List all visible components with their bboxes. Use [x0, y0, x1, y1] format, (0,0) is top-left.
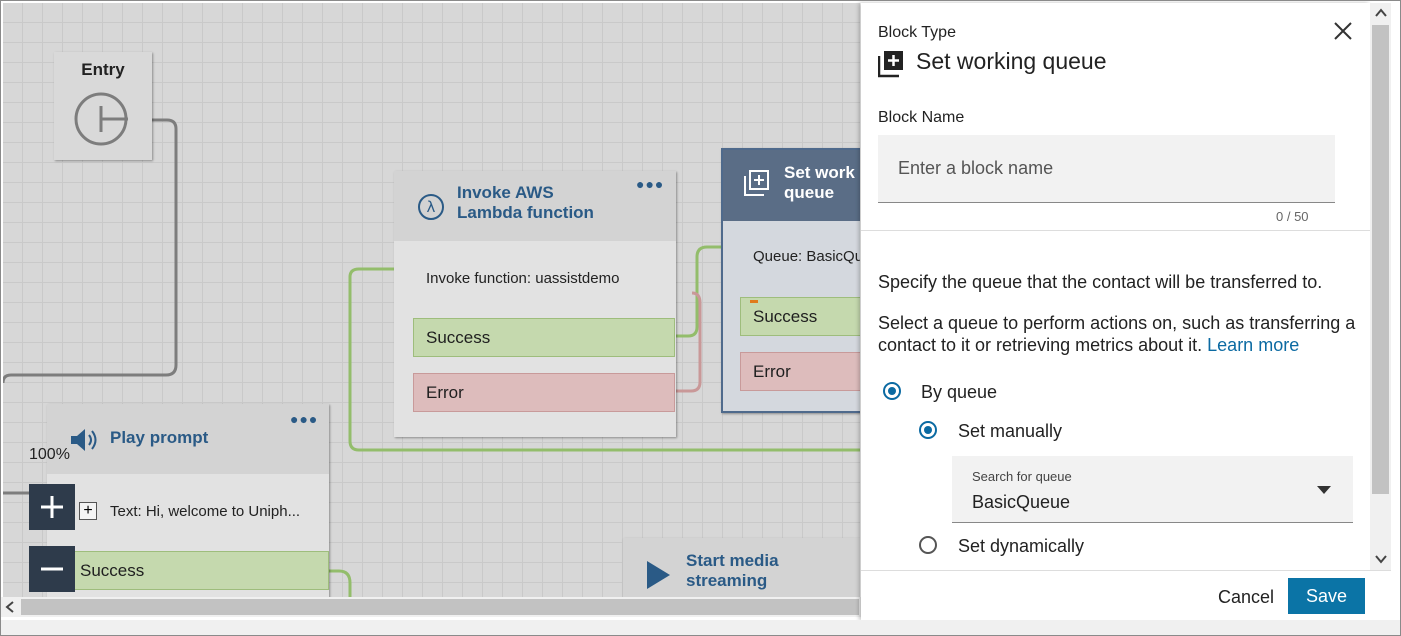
lambda-error-branch[interactable]: Error: [413, 373, 675, 412]
block-type-title: Set working queue: [916, 48, 1107, 74]
queue-icon: [744, 170, 769, 196]
learn-more-link[interactable]: Learn more: [1207, 335, 1300, 355]
svg-text:λ: λ: [427, 198, 436, 216]
play-icon: [647, 561, 670, 589]
set-dynamically-label[interactable]: Set dynamically: [958, 536, 1085, 556]
queue-select[interactable]: Search for queue BasicQueue: [952, 456, 1353, 523]
warning-marker: [750, 300, 758, 303]
lambda-success-branch[interactable]: Success: [413, 318, 675, 357]
prompt-success-branch[interactable]: Success: [66, 551, 329, 590]
lambda-function-text: Invoke function: uassistdemo: [426, 270, 620, 287]
queue-description: Specify the queue that the contact will …: [878, 272, 1323, 292]
prompt-more-options-icon[interactable]: ●●●: [290, 411, 319, 427]
invoke-lambda-block[interactable]: λ Invoke AWS Lambda function ●●● Invoke …: [394, 171, 676, 437]
flow-canvas[interactable]: Entry λ Invoke AWS Lambda function ●●● I…: [3, 3, 860, 597]
cancel-button[interactable]: Cancel: [1218, 587, 1275, 607]
entry-title: Entry: [81, 60, 125, 79]
minus-icon: [41, 567, 63, 571]
character-counter: 0 / 50: [1276, 209, 1309, 224]
prompt-title: Play prompt: [110, 428, 209, 447]
queue-help-text: Select a queue to perform actions on, su…: [878, 312, 1356, 356]
window-bottom-bar: [1, 620, 1400, 635]
zoom-out-button[interactable]: [29, 546, 75, 592]
scroll-down-icon[interactable]: [1375, 554, 1387, 564]
plus-icon: [41, 496, 63, 518]
close-icon[interactable]: [1332, 20, 1354, 42]
block-name-label: Block Name: [878, 109, 965, 126]
media-title-line1: Start media: [686, 551, 779, 570]
canvas-horizontal-scrollbar[interactable]: [1, 597, 861, 617]
block-properties-panel: Block Type Set working queue Block Name …: [861, 3, 1370, 620]
panel-footer: Cancel Save: [861, 570, 1391, 621]
set-working-queue-block[interactable]: Set work queue Queue: BasicQu Success Er…: [721, 148, 860, 413]
by-queue-radio[interactable]: [883, 382, 901, 400]
speaker-icon: [71, 429, 97, 451]
play-prompt-block[interactable]: Play prompt ●●● + Text: Hi, welcome to U…: [47, 404, 329, 597]
lambda-icon: λ: [418, 194, 444, 220]
save-button[interactable]: Save: [1288, 578, 1365, 614]
queue-title-line2: queue: [784, 183, 835, 202]
entry-block[interactable]: Entry: [54, 52, 152, 160]
queue-name-text: Queue: BasicQu: [753, 248, 860, 265]
block-type-label: Block Type: [878, 24, 956, 41]
media-title-line2: streaming: [686, 571, 768, 590]
lambda-title-line2: Lambda function: [457, 203, 594, 222]
expand-icon[interactable]: +: [79, 502, 97, 520]
vertical-scroll-thumb[interactable]: [1372, 25, 1389, 494]
section-divider: [861, 230, 1370, 231]
queue-title-line1: Set work: [784, 163, 855, 182]
zoom-level: 100%: [29, 446, 70, 463]
more-options-icon[interactable]: ●●●: [636, 176, 665, 192]
queue-select-value: BasicQueue: [972, 492, 1071, 512]
lambda-title-line1: Invoke AWS: [457, 183, 554, 202]
horizontal-scroll-thumb[interactable]: [21, 599, 859, 615]
block-name-input[interactable]: [878, 135, 1335, 203]
queue-success-branch[interactable]: Success: [740, 297, 860, 336]
set-queue-icon: [878, 51, 903, 78]
entry-point-icon: [74, 92, 128, 146]
start-media-streaming-block[interactable]: Start media streaming: [623, 538, 860, 597]
scroll-up-icon[interactable]: [1375, 8, 1387, 18]
chevron-down-icon: [1317, 486, 1331, 494]
prompt-text: Text: Hi, welcome to Uniph...: [110, 503, 301, 520]
by-queue-label[interactable]: By queue: [921, 382, 998, 402]
set-dynamically-radio[interactable]: [919, 536, 937, 554]
set-manually-radio[interactable]: [919, 421, 937, 439]
queue-select-label: Search for queue: [972, 469, 1072, 484]
queue-error-branch[interactable]: Error: [740, 352, 860, 391]
zoom-in-button[interactable]: [29, 484, 75, 530]
set-manually-label[interactable]: Set manually: [958, 421, 1063, 441]
queue-help-sentence: Select a queue to perform actions on, su…: [878, 313, 1356, 355]
scroll-left-icon[interactable]: [5, 601, 15, 613]
